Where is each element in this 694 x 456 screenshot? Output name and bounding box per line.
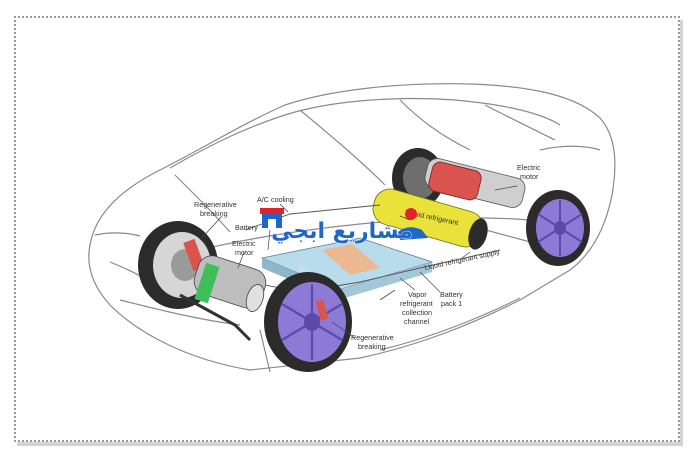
label-regenerative-left-1: Regenerative xyxy=(194,200,237,209)
label-regenerative-bottom-2: breaking xyxy=(358,342,386,351)
label-battery-pack-2: pack 1 xyxy=(441,299,462,308)
rear-yellow-motor xyxy=(372,188,488,250)
label-electric-motor-left-2: motor xyxy=(235,248,254,257)
label-vapor-4: channel xyxy=(404,317,430,326)
label-vapor-3: collection xyxy=(402,308,432,317)
label-vapor-1: Vapor xyxy=(408,290,427,299)
rear-right-wheel xyxy=(526,190,590,266)
label-electric-motor-left-1: Electric xyxy=(232,239,256,248)
label-battery-pack-1: Battery xyxy=(440,290,463,299)
watermark: مشاريع ابجي xyxy=(260,208,428,244)
car-body-outline xyxy=(88,83,616,373)
watermark-text: مشاريع ابجي xyxy=(271,219,413,244)
label-battery-left: Battery xyxy=(235,223,258,232)
watermark-hand-icon xyxy=(398,208,428,240)
label-vapor-2: refrigerant xyxy=(400,299,433,308)
rear-electric-motor xyxy=(424,158,526,208)
label-electric-motor-right-1: Electric xyxy=(517,163,541,172)
label-liquid-refrigerant-supply: Liquid refrigerant supply xyxy=(424,247,501,272)
label-regenerative-left-2: breaking xyxy=(200,209,228,218)
label-ac-cooling: A/C cooling xyxy=(257,195,294,204)
label-regenerative-bottom-1: Regenerative xyxy=(351,333,394,342)
front-right-wheel xyxy=(264,272,352,372)
watermark-store-icon xyxy=(260,208,284,228)
label-electric-motor-right-2: motor xyxy=(520,172,539,181)
front-electric-motor xyxy=(179,255,267,342)
